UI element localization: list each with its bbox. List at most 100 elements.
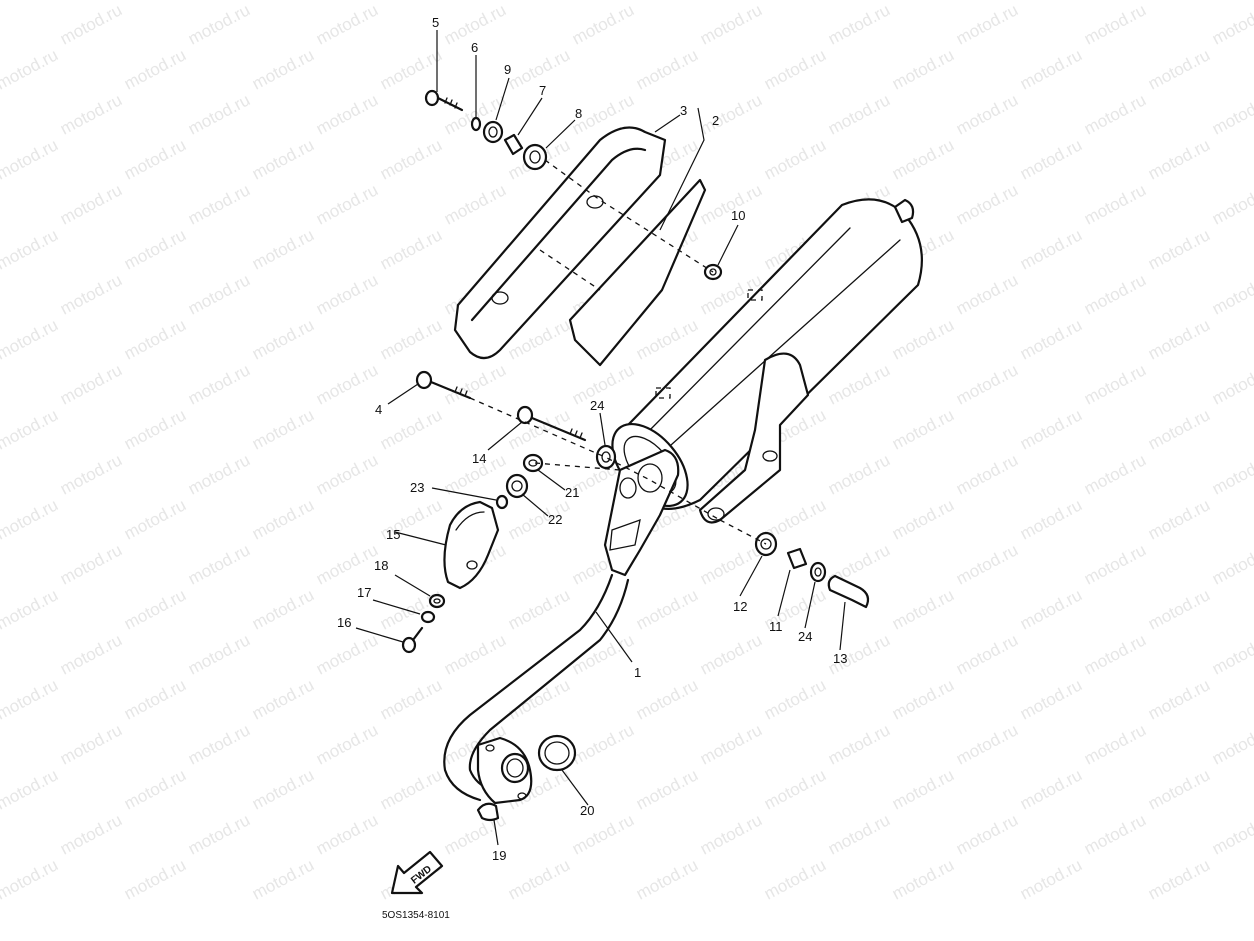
watermark-text: motod.ru — [825, 450, 893, 498]
callout-20: 20 — [580, 803, 594, 818]
watermark-text: motod.ru — [889, 45, 957, 93]
callout-18: 18 — [374, 558, 388, 573]
watermark-text: motod.ru — [185, 270, 253, 318]
watermark-text: motod.ru — [697, 540, 765, 588]
watermark-text: motod.ru — [953, 180, 1021, 228]
watermark-text: motod.ru — [0, 765, 61, 813]
callout-5: 5 — [432, 15, 439, 30]
watermark-text: motod.ru — [697, 720, 765, 768]
watermark-text: motod.ru — [121, 45, 189, 93]
watermark-text: motod.ru — [1209, 630, 1254, 678]
watermark-text: motod.ru — [1017, 135, 1085, 183]
watermark-text: motod.ru — [0, 135, 61, 183]
watermark-text: motod.ru — [313, 450, 381, 498]
watermark-text: motod.ru — [1145, 135, 1213, 183]
callout-3: 3 — [680, 103, 687, 118]
watermark-text: motod.ru — [313, 180, 381, 228]
callout-12: 12 — [733, 599, 747, 614]
callout-24-lower: 24 — [798, 629, 812, 644]
watermark-text: motod.ru — [313, 540, 381, 588]
watermark-text: motod.ru — [377, 405, 445, 453]
callout-23: 23 — [410, 480, 424, 495]
bolt-4 — [415, 370, 472, 400]
callout-13: 13 — [833, 651, 847, 666]
watermark-text: motod.ru — [121, 855, 189, 903]
watermark-text: motod.ru — [377, 585, 445, 633]
watermark-text: motod.ru — [185, 810, 253, 858]
callout-10: 10 — [731, 208, 745, 223]
watermark-text: motod.ru — [505, 405, 573, 453]
watermark-text: motod.ru — [761, 765, 829, 813]
watermark-text: motod.ru — [1209, 720, 1254, 768]
watermark-text: motod.ru — [505, 675, 573, 723]
watermark-text: motod.ru — [185, 360, 253, 408]
watermark-text: motod.ru — [697, 90, 765, 138]
watermark-text: motod.ru — [1209, 0, 1254, 48]
watermark-text: motod.ru — [57, 90, 125, 138]
watermark-text: motod.ru — [0, 315, 61, 363]
watermark-text: motod.ru — [569, 720, 637, 768]
center-lines — [469, 159, 767, 545]
bolt-5 — [424, 89, 464, 112]
watermark-text: motod.ru — [953, 0, 1021, 48]
watermark-text: motod.ru — [313, 810, 381, 858]
watermark-text: motod.ru — [889, 765, 957, 813]
watermark-text: motod.ru — [569, 0, 637, 48]
watermark-text: motod.ru — [889, 855, 957, 903]
watermark-text: motod.ru — [185, 630, 253, 678]
watermark-text: motod.ru — [185, 450, 253, 498]
watermark-text: motod.ru — [0, 585, 61, 633]
watermark-text: motod.ru — [249, 225, 317, 273]
bolt-14 — [516, 405, 587, 442]
watermark-text: motod.ru — [377, 45, 445, 93]
watermark-text: motod.ru — [697, 810, 765, 858]
watermark-text: motod.ru — [377, 765, 445, 813]
watermark-text: motod.ru — [953, 270, 1021, 318]
watermark-text: motod.ru — [1145, 585, 1213, 633]
watermark-text: motod.ru — [1081, 360, 1149, 408]
callout-6: 6 — [471, 40, 478, 55]
watermark-text: motod.ru — [1081, 540, 1149, 588]
watermark-text: motod.ru — [633, 765, 701, 813]
watermark-text: motod.ru — [313, 360, 381, 408]
watermark-text: motod.ru — [697, 630, 765, 678]
watermark-text: motod.ru — [1209, 270, 1254, 318]
watermark-text: motod.ru — [1209, 540, 1254, 588]
watermark-text: motod.ru — [121, 585, 189, 633]
watermark-text: motod.ru — [185, 90, 253, 138]
watermark-text: motod.ru — [185, 540, 253, 588]
callout-16: 16 — [337, 615, 351, 630]
watermark-text: motod.ru — [377, 225, 445, 273]
watermark-text: motod.ru — [0, 855, 61, 903]
watermark-text: motod.ru — [825, 90, 893, 138]
watermark-text: motod.ru — [249, 585, 317, 633]
watermark-text: motod.ru — [313, 630, 381, 678]
watermark-text: motod.ru — [1017, 495, 1085, 543]
watermark-text: motod.ru — [0, 495, 61, 543]
watermark-text: motod.ru — [889, 675, 957, 723]
watermark-text: motod.ru — [953, 720, 1021, 768]
watermark-text: motod.ru — [953, 630, 1021, 678]
watermark-text: motod.ru — [57, 180, 125, 228]
watermark-text: motod.ru — [121, 675, 189, 723]
watermark-text: motod.ru — [121, 315, 189, 363]
watermark-text: motod.ru — [505, 855, 573, 903]
watermark-text: motod.ru — [249, 315, 317, 363]
callout-7: 7 — [539, 83, 546, 98]
watermark-text: motod.ru — [249, 855, 317, 903]
watermark-text: motod.ru — [121, 495, 189, 543]
callout-14: 14 — [472, 451, 486, 466]
watermark-text: motod.ru — [1017, 675, 1085, 723]
watermark-text: motod.ru — [1081, 630, 1149, 678]
watermark-text: motod.ru — [313, 0, 381, 48]
watermark-text: motod.ru — [121, 405, 189, 453]
watermark-text: motod.ru — [505, 495, 573, 543]
leader-lines — [355, 30, 846, 846]
watermark-text: motod.ru — [313, 270, 381, 318]
watermark-text: motod.ru — [889, 135, 957, 183]
watermark-text: motod.ru — [249, 675, 317, 723]
watermark-text: motod.ru — [1081, 90, 1149, 138]
watermark-text: motod.ru — [57, 720, 125, 768]
watermark-text: motod.ru — [1145, 495, 1213, 543]
